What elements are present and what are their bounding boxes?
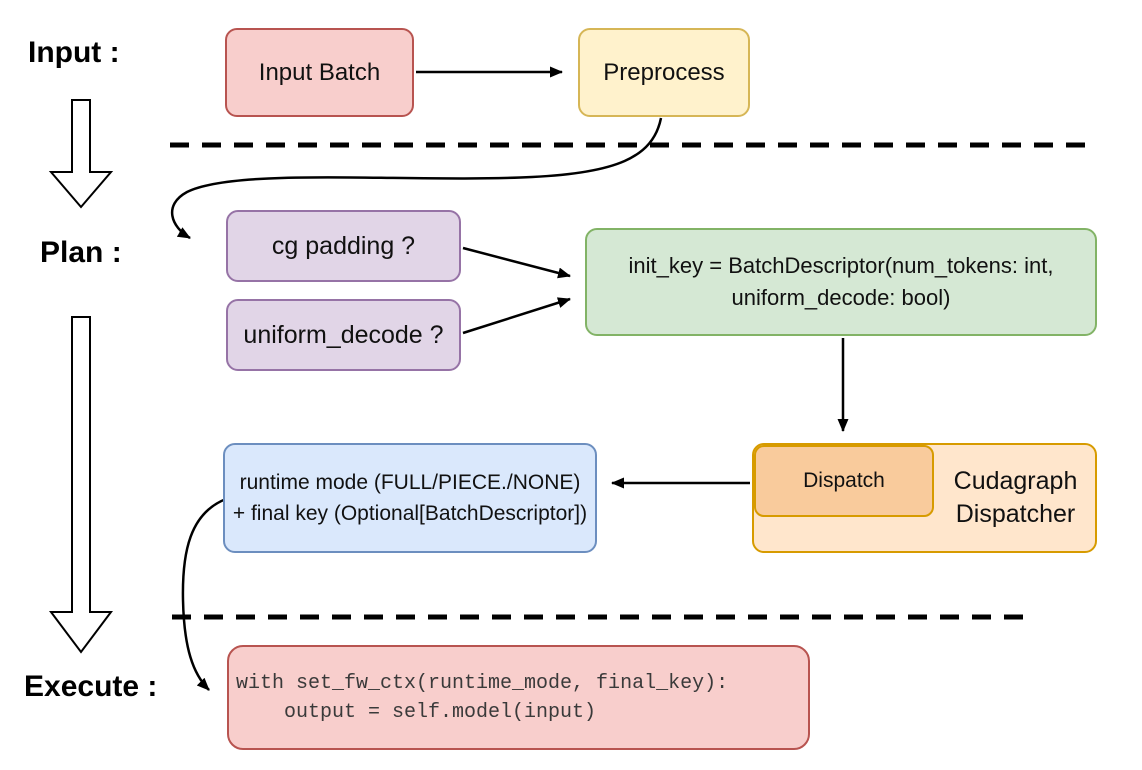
node-execute-code: with set_fw_ctx(runtime_mode, final_key)… — [227, 645, 810, 750]
stage-label-execute: Execute : — [24, 670, 158, 703]
node-input-batch: Input Batch — [225, 28, 414, 117]
node-uniform-decode-label: uniform_decode ? — [243, 320, 444, 349]
stage-label-plan: Plan : — [40, 236, 122, 269]
node-init-key-line2: uniform_decode: bool) — [731, 285, 951, 310]
input-stage-arrow-icon — [48, 99, 114, 209]
node-dispatch: Dispatch — [754, 445, 934, 517]
node-uniform-decode: uniform_decode ? — [226, 299, 461, 371]
cudagraph-caption-line2: Dispatcher — [955, 500, 1076, 528]
node-runtime-line2: + final key (Optional[BatchDescriptor]) — [232, 502, 588, 525]
stage-label-input: Input : — [28, 36, 120, 69]
arrow-uniformdecode-to-initkey — [462, 297, 571, 335]
node-input-batch-label: Input Batch — [258, 58, 381, 86]
node-preprocess: Preprocess — [578, 28, 750, 117]
node-init-key-line1: init_key = BatchDescriptor(num_tokens: i… — [628, 253, 1054, 279]
node-dispatch-label: Dispatch — [803, 469, 885, 492]
execute-code-line2: output = self.model(input) — [236, 700, 597, 724]
node-runtime-line1: runtime mode (FULL/PIECE./NONE) — [239, 470, 581, 494]
node-runtime-result: runtime mode (FULL/PIECE./NONE) + final … — [223, 443, 597, 553]
node-cg-padding-label: cg padding ? — [271, 231, 416, 260]
execute-code-line1: with set_fw_ctx(runtime_mode, final_key)… — [236, 671, 729, 695]
node-cg-padding: cg padding ? — [226, 210, 461, 282]
node-cudagraph-dispatcher-caption: Cudagraph Dispatcher — [934, 443, 1097, 553]
cudagraph-caption-line1: Cudagraph — [953, 467, 1078, 495]
node-preprocess-label: Preprocess — [603, 58, 725, 86]
plan-stage-arrow-icon — [49, 316, 113, 654]
arrow-runtime-to-execute — [181, 497, 227, 691]
node-init-key: init_key = BatchDescriptor(num_tokens: i… — [585, 228, 1097, 336]
arrow-cgpadding-to-initkey — [462, 246, 571, 279]
